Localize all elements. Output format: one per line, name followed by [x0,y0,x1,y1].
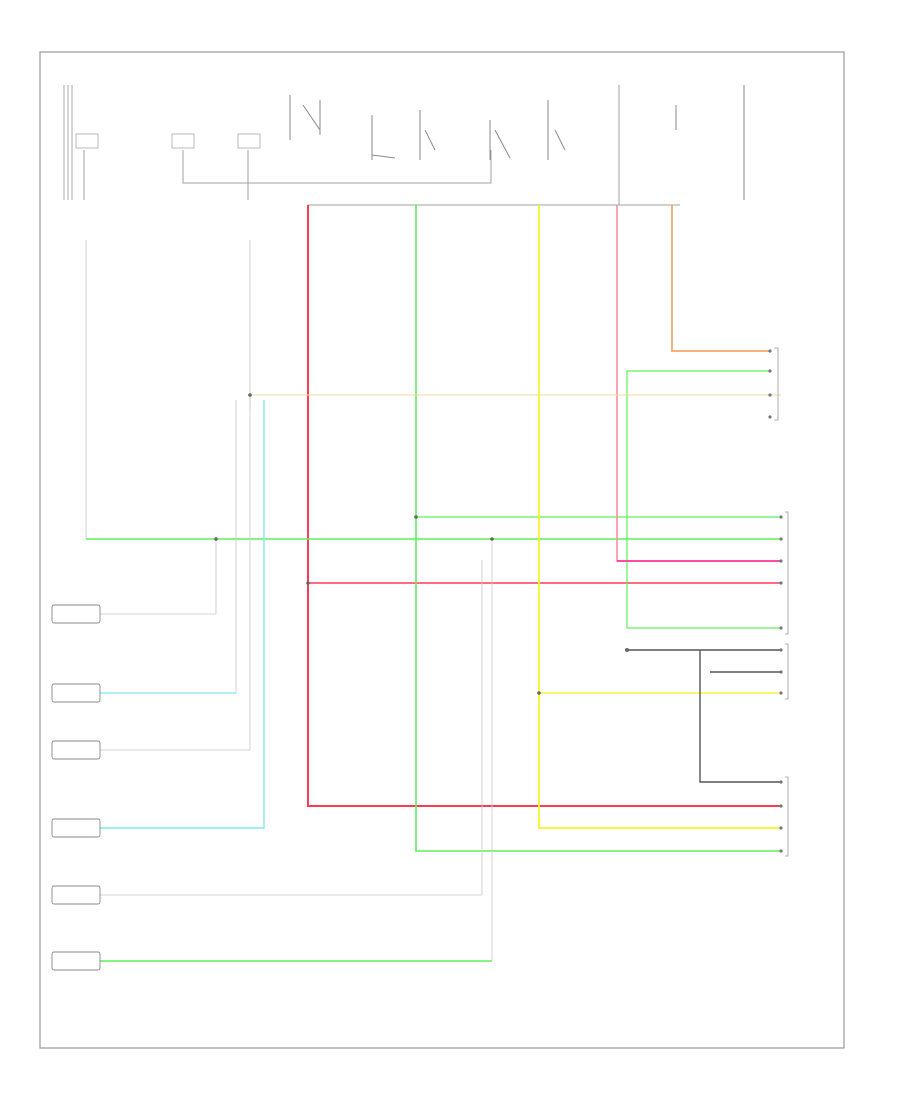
splice-dots [214,393,629,695]
wire-yellow-main [538,205,781,829]
left-module-rails [63,85,73,200]
wire-green-right-loop [626,370,781,629]
wire-red-main [307,205,781,807]
right-connector-pins [768,349,783,853]
diagram-frame [39,51,845,1049]
dark-wires [627,649,781,783]
wire-green-main [415,205,781,852]
wire-cyan-long [100,400,265,829]
wire-orange-main [671,205,770,352]
right-connector-brackets [774,347,789,857]
wire-pink-main [616,205,781,562]
left-components [51,604,101,971]
top-bus [83,85,680,206]
top-switches [289,85,745,200]
top-labels [75,133,261,149]
gray-wires [85,240,483,896]
